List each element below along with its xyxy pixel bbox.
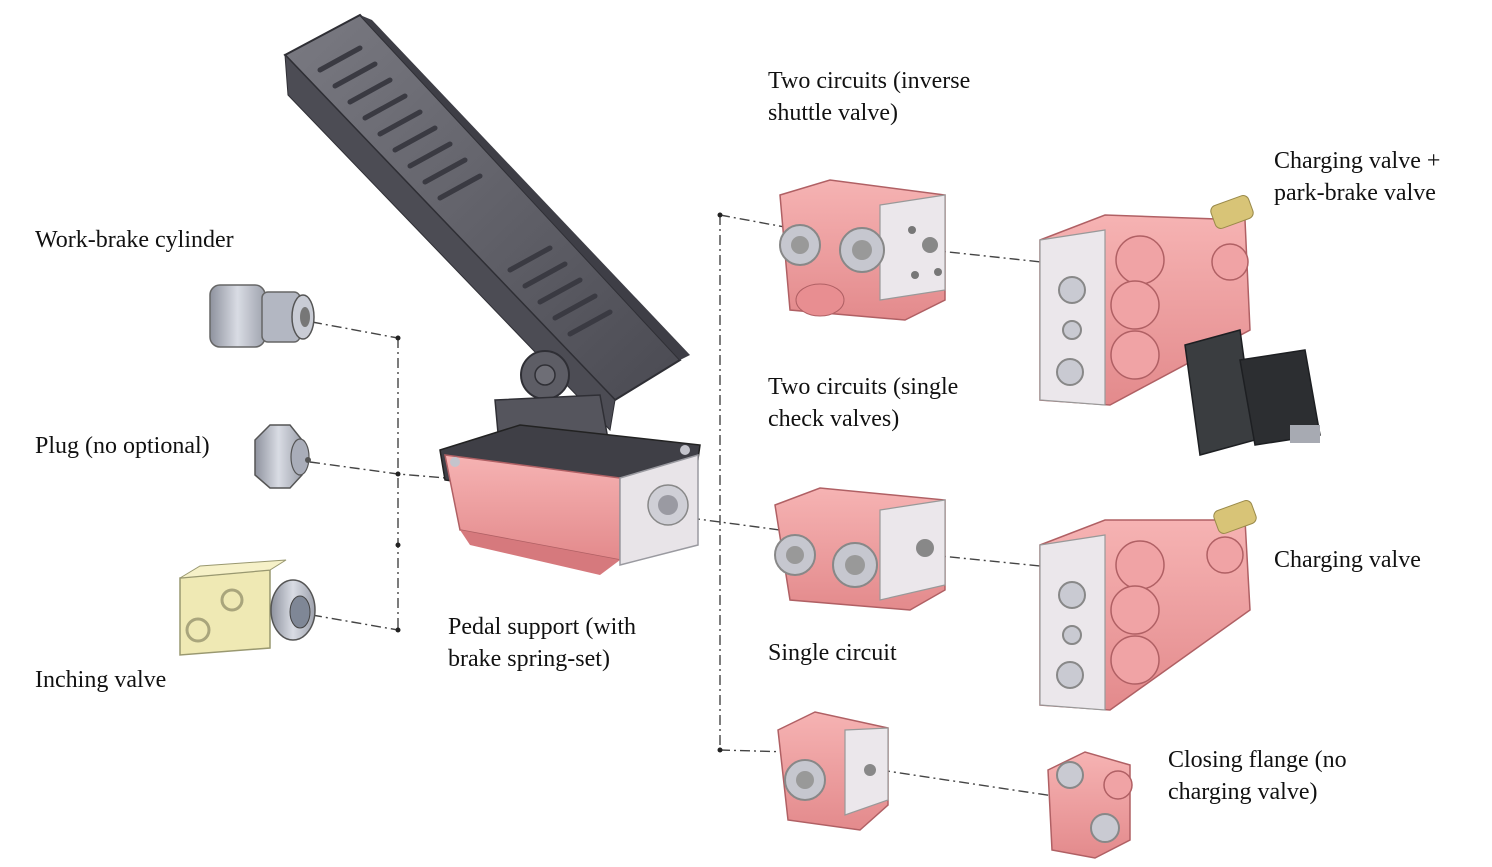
label-charging-park-brake: Charging valve + park-brake valve [1274, 145, 1440, 209]
label-text: Plug (no optional) [35, 433, 210, 459]
label-two-circuits-single: Two circuits (single check valves) [768, 371, 958, 435]
brake-pedal [283, 13, 690, 456]
work-brake-cylinder-part [209, 284, 315, 348]
inching-valve-part [179, 559, 316, 656]
label-plug: Plug (no optional) [35, 430, 210, 462]
leader-pedal-right [689, 517, 781, 531]
valve-two-circuits-inverse [779, 179, 946, 321]
plug-part [254, 424, 311, 489]
label-inching-valve: Inching valve [35, 664, 166, 696]
label-text: Charging valve [1274, 547, 1421, 573]
leader-flange [879, 769, 1061, 798]
label-text: Two circuits (inverse [768, 68, 971, 94]
label-charging-valve: Charging valve [1274, 544, 1421, 576]
valve-two-circuits-single [774, 487, 946, 611]
label-work-brake-cylinder: Work-brake cylinder [35, 224, 234, 256]
label-text: Charging valve + [1274, 148, 1441, 174]
valve-single-circuit [777, 711, 889, 831]
label-pedal-support: Pedal support (with brake spring-set) [448, 611, 636, 675]
closing-flange-part [1047, 751, 1133, 859]
label-text: Two circuits (single [768, 374, 959, 400]
label-text: charging valve) [1168, 779, 1318, 805]
label-text: Pedal support (with [448, 614, 636, 640]
label-text: Single circuit [768, 640, 897, 666]
label-text: park-brake valve [1274, 180, 1436, 206]
leader-top-valve [719, 214, 791, 229]
leader-inching [311, 614, 399, 631]
label-text: check valves) [768, 406, 900, 432]
leader-dots [395, 212, 723, 753]
label-single-circuit: Single circuit [768, 637, 897, 669]
label-text: Work-brake cylinder [35, 227, 234, 253]
leader-mid-to-charging [929, 554, 1061, 569]
label-text: Inching valve [35, 667, 167, 693]
label-text: Closing flange (no [1168, 747, 1347, 773]
label-text: brake spring-set) [448, 646, 610, 672]
label-closing-flange: Closing flange (no charging valve) [1168, 744, 1347, 808]
label-text: shuttle valve) [768, 100, 898, 126]
leader-bottom-flange [719, 749, 791, 753]
leader-work-brake [311, 321, 399, 339]
charging-valve-part [1039, 500, 1257, 711]
label-two-circuits-inverse: Two circuits (inverse shuttle valve) [768, 65, 970, 129]
charging-park-brake-valve-part [1039, 195, 1321, 456]
pedal-support-housing [439, 424, 701, 575]
leader-top-to-charging [929, 249, 1061, 265]
